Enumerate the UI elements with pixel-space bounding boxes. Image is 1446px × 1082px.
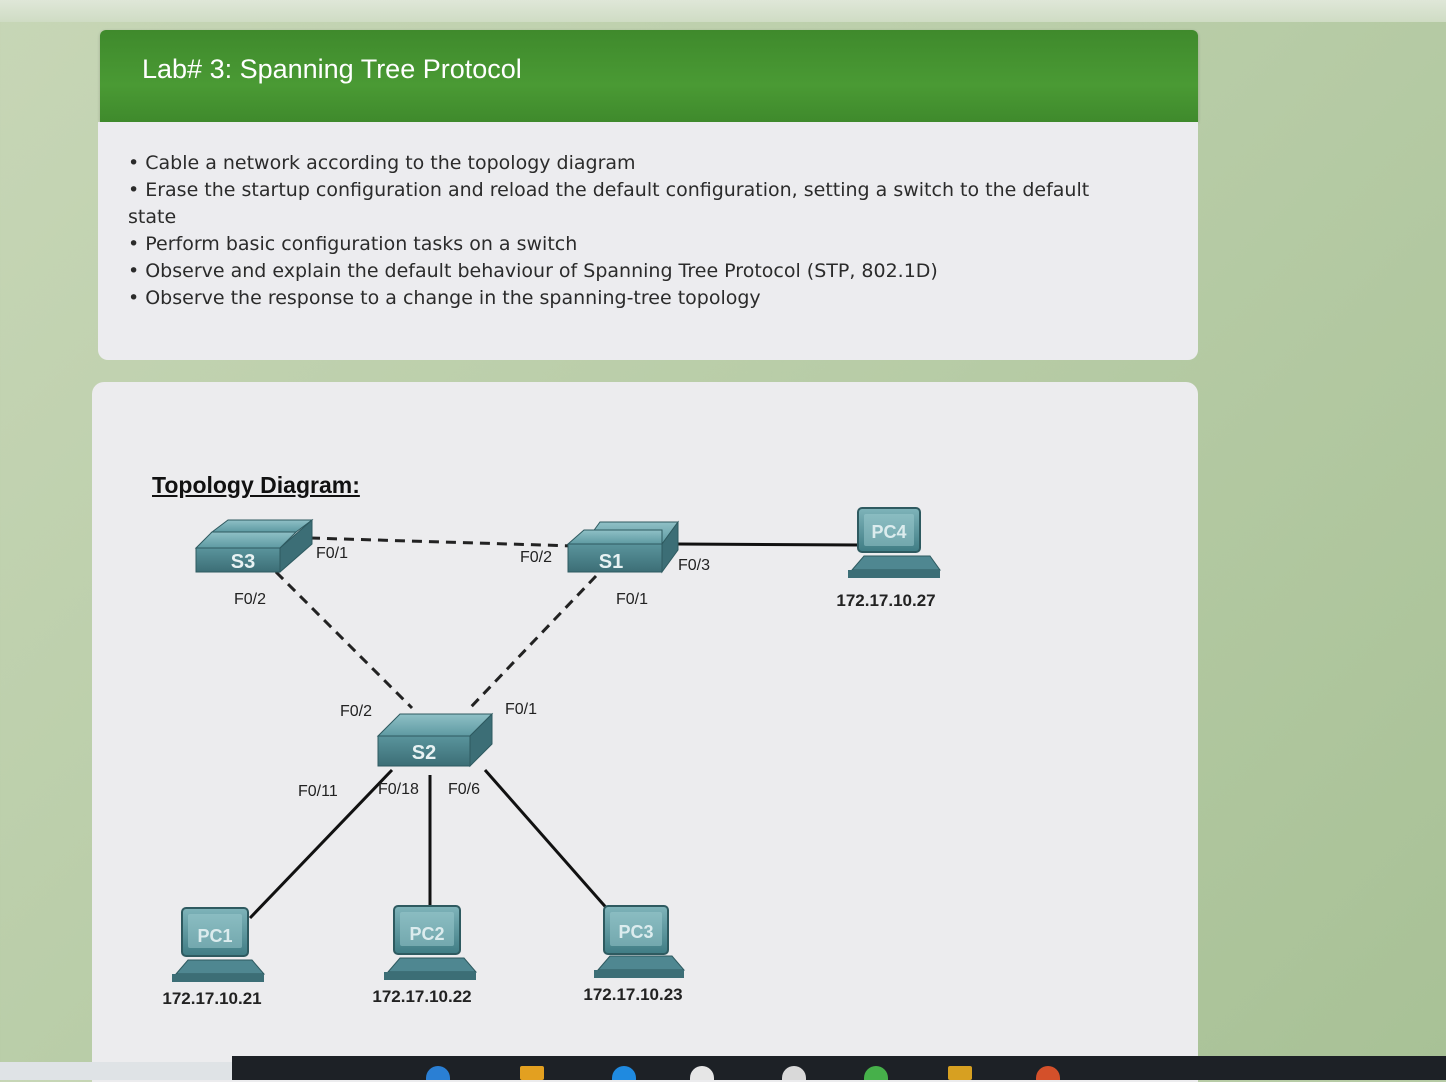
switch-label-s1: S1 <box>599 551 623 573</box>
pc1-computer: PC1 <box>172 907 266 982</box>
port-label-s1-f03: F0/3 <box>678 557 710 574</box>
list-item: •Erase the startup configuration and rel… <box>128 179 1090 228</box>
pc3-computer: PC3 <box>594 905 686 978</box>
taskbar-app-icon[interactable] <box>426 1066 450 1080</box>
port-label-s2-f06: F0/6 <box>448 781 480 798</box>
taskbar-app-icon[interactable] <box>690 1066 714 1080</box>
list-item: •Perform basic configuration tasks on a … <box>128 233 578 255</box>
port-label-s1-f02: F0/2 <box>520 549 552 566</box>
lab-header: Lab# 3: Spanning Tree Protocol <box>100 30 1198 122</box>
switch-s2: S2 <box>376 712 494 768</box>
port-label-s3-f02: F0/2 <box>234 591 266 608</box>
objectives-card: •Cable a network according to the topolo… <box>98 122 1198 360</box>
pc2-computer: PC2 <box>384 905 478 980</box>
link-s1-s2 <box>468 574 598 710</box>
list-item: •Observe and explain the default behavio… <box>128 260 938 282</box>
pc-label-pc2: PC2 <box>409 924 444 944</box>
topology-title: Topology Diagram: <box>152 472 360 498</box>
objectives-list: •Cable a network according to the topolo… <box>128 150 1128 312</box>
switch-label-s2: S2 <box>412 742 436 764</box>
port-label-s2-f02: F0/2 <box>340 703 372 720</box>
page-title: Lab# 3: Spanning Tree Protocol <box>142 54 522 84</box>
taskbar-app-icon[interactable] <box>612 1066 636 1080</box>
port-label-s2-f018: F0/18 <box>378 781 419 798</box>
port-label-s2-f011: F0/11 <box>298 783 338 800</box>
taskbar <box>232 1056 1446 1080</box>
ip-pc2: 172.17.10.22 <box>372 987 471 1006</box>
port-label-s3-f01: F0/1 <box>316 545 348 562</box>
taskbar-app-icon[interactable] <box>948 1066 972 1080</box>
ip-pc4: 172.17.10.27 <box>836 591 935 610</box>
taskbar-app-icon[interactable] <box>782 1066 806 1080</box>
link-s2-pc3 <box>483 769 612 913</box>
list-item: •Observe the response to a change in the… <box>128 287 761 309</box>
link-s2-pc1 <box>248 768 394 920</box>
pc4-computer: PC4 <box>848 507 941 578</box>
pc-label-pc3: PC3 <box>618 922 653 942</box>
taskbar-app-icon[interactable] <box>520 1066 544 1080</box>
browser-top-strip <box>0 0 1446 22</box>
link-s3-s2 <box>274 570 414 710</box>
pc-label-pc1: PC1 <box>197 926 232 946</box>
ip-pc3: 172.17.10.23 <box>583 985 682 1004</box>
link-s3-s1 <box>309 536 576 548</box>
taskbar-app-icon[interactable] <box>864 1066 888 1080</box>
taskbar-app-icon[interactable] <box>1036 1066 1060 1080</box>
ip-pc1: 172.17.10.21 <box>162 989 261 1008</box>
switch-s3: S3 <box>194 518 314 574</box>
list-item: •Cable a network according to the topolo… <box>128 152 636 174</box>
desk-edge <box>0 1062 232 1080</box>
switch-s1: S1 <box>566 520 679 574</box>
switch-label-s3: S3 <box>231 551 255 573</box>
port-label-s2-f01: F0/1 <box>505 701 537 718</box>
port-label-s1-f01: F0/1 <box>616 591 648 608</box>
link-s1-pc4 <box>677 542 861 547</box>
pc-label-pc4: PC4 <box>871 522 906 542</box>
